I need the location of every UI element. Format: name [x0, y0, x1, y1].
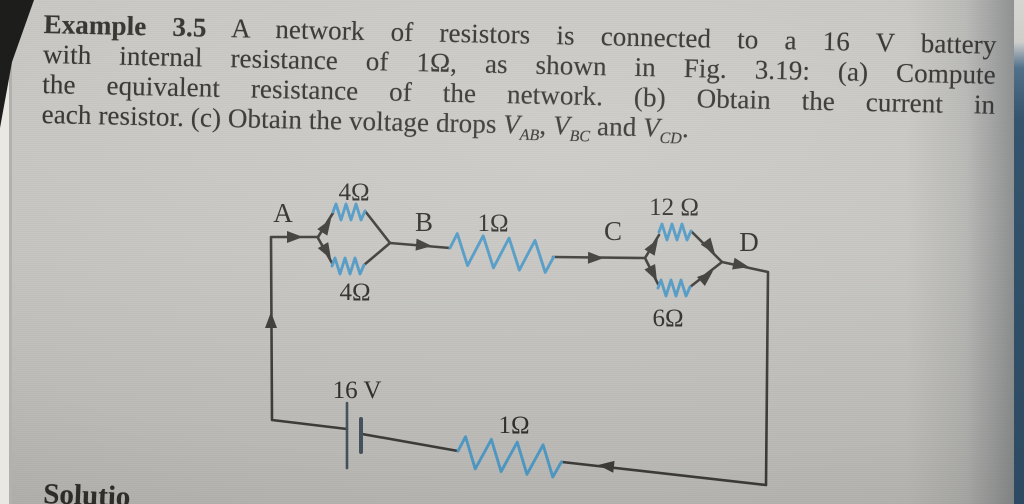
node-label-b: B [415, 207, 433, 237]
arrow-ab-upper [317, 219, 331, 236]
wire-ab-upper-out [363, 209, 392, 245]
voltage-vbc-sub: BC [569, 127, 591, 146]
label-4ohm-lower: 4Ω [339, 279, 370, 306]
label-1ohm-bc: 1Ω [477, 210, 508, 237]
node-label-a: A [273, 198, 293, 228]
label-4ohm-upper: 4Ω [338, 179, 369, 206]
current-arrows [265, 219, 749, 473]
example-number: Example 3.5 [43, 9, 207, 43]
resistor-4ohm-lower [330, 256, 366, 276]
label-battery-voltage: 16 V [333, 377, 382, 404]
arrow-b-to-resistor [415, 238, 432, 251]
arrow-bottom-left [598, 460, 615, 473]
circuit-labels: A B C D 4Ω 4Ω 1Ω 12 Ω 6Ω 16 V 1Ω [273, 179, 759, 439]
node-label-d: D [739, 227, 759, 257]
resistor-6ohm [656, 278, 692, 298]
wire-ab-lower-out [362, 241, 392, 267]
voltage-vcd-sub: CD [659, 129, 682, 148]
voltage-vcd: V [642, 112, 661, 143]
resistor-1ohm-internal [456, 435, 563, 479]
arrow-cd-lower-in [644, 264, 657, 281]
resistor-symbols [330, 202, 693, 479]
book-spine-edge [1014, 0, 1024, 504]
battery-symbol [345, 401, 363, 470]
arrow-left-wire-up [265, 312, 277, 328]
label-6ohm: 6Ω [652, 305, 683, 332]
label-1ohm-internal: 1Ω [498, 412, 529, 439]
problem-statement: Example 3.5 A network of resistors is co… [41, 9, 996, 150]
circuit-wires [269, 209, 770, 487]
wire-battery-to-resistor [360, 432, 460, 453]
resistor-12ohm [657, 222, 693, 242]
text-segment: and [589, 110, 644, 143]
label-12ohm: 12 Ω [649, 194, 699, 221]
page-left-edge [0, 0, 12, 504]
arrow-into-d [732, 257, 749, 270]
arrow-ab-lower [317, 242, 331, 259]
circuit-diagram: A B C D 4Ω 4Ω 1Ω 12 Ω 6Ω 16 V 1Ω [265, 179, 770, 487]
text-segment: , [539, 109, 554, 141]
voltage-vbc: V [552, 110, 571, 141]
arrow-into-c [587, 251, 604, 264]
arrow-cd-upper-in [644, 239, 658, 256]
solution-heading: Solutio [42, 478, 131, 504]
voltage-vab-sub: AB [519, 126, 540, 145]
arrow-cd-upper-out [700, 237, 715, 254]
resistor-1ohm-bc [448, 232, 556, 274]
arrow-cd-lower-out [696, 271, 713, 287]
node-label-c: C [604, 216, 622, 246]
text-segment: . [681, 112, 690, 144]
resistor-4ohm-upper [331, 202, 367, 222]
voltage-vab: V [503, 109, 521, 140]
arrow-into-a [287, 231, 303, 243]
